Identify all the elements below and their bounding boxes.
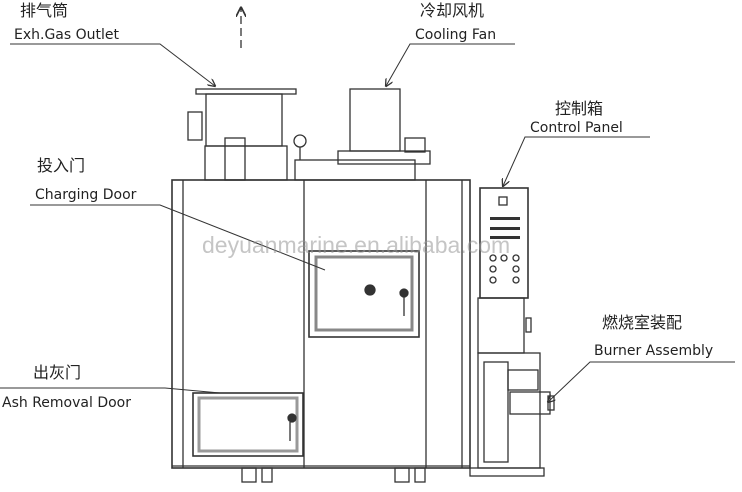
main-body bbox=[171, 179, 471, 483]
watermark: deyuanmarine.en.alibaba.com bbox=[202, 232, 511, 258]
fan-label-zh: 冷却风机 bbox=[420, 1, 485, 20]
charging-door[interactable] bbox=[308, 250, 420, 338]
control-label-zh: 控制箱 bbox=[555, 99, 604, 118]
leader-lines bbox=[0, 43, 735, 402]
ash-label-zh: 出灰门 bbox=[33, 363, 82, 382]
cooling-fan bbox=[337, 88, 431, 165]
fan-label-en: Cooling Fan bbox=[415, 27, 497, 43]
charging-label-zh: 投入门 bbox=[37, 156, 86, 175]
exhaust-outlet bbox=[187, 88, 416, 181]
exhaust-label-en: Exh.Gas Outlet bbox=[14, 27, 119, 43]
ash-label-en: Ash Removal Door bbox=[2, 395, 131, 411]
ash-removal-door[interactable] bbox=[192, 392, 304, 457]
control-label-en: Control Panel bbox=[530, 120, 623, 136]
burner-label-en: Burner Assembly bbox=[594, 343, 714, 359]
exhaust-label-zh: 排气筒 bbox=[20, 1, 69, 20]
charging-label-en: Charging Door bbox=[35, 187, 137, 203]
burner-label-zh: 燃烧室装配 bbox=[602, 313, 683, 332]
burner-assembly bbox=[469, 352, 555, 477]
control-panel[interactable] bbox=[477, 187, 532, 354]
